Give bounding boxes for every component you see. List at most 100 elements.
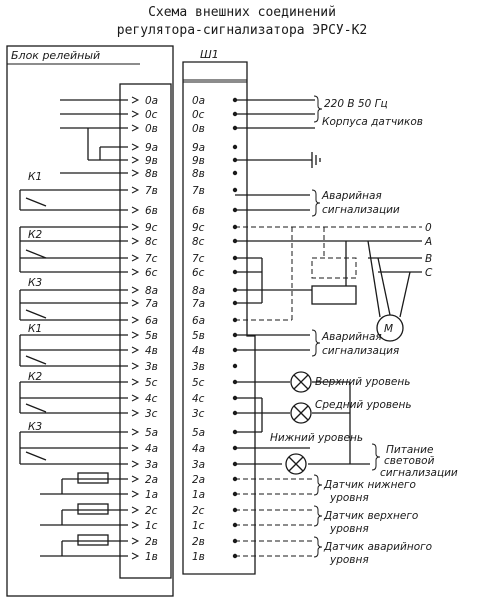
relay-pin-arrow-8 — [131, 223, 140, 231]
relay-pin-arrow-24 — [131, 475, 140, 483]
relay-pin-arrow-16 — [131, 346, 140, 354]
relay-pin-29: 1в — [145, 551, 158, 563]
relay-pin-arrow-13 — [131, 299, 140, 307]
relay-pin-9: 8с — [145, 236, 158, 248]
connector-pin-1: 0с — [192, 109, 205, 121]
connector-pin-6: 7в — [192, 185, 205, 197]
connector-pin-18: 5с — [192, 377, 205, 389]
relay-block-label: Блок релейный — [11, 49, 100, 62]
relay-pin-1: 0с — [145, 109, 158, 121]
connector-pin-10: 7с — [192, 253, 205, 265]
relay-pin-arrow-3 — [131, 143, 140, 151]
relay-pin-arrow-20 — [131, 409, 140, 417]
relay-pin-8: 9с — [145, 222, 158, 234]
relay-pin-arrow-2 — [131, 124, 140, 132]
connector-pin-27: 1с — [192, 520, 205, 532]
relay-pin-labels: 0а0с0в9а9в8в7в6в9с8с7с6с8а7а6а5в4в3в5с4с… — [131, 95, 158, 563]
light-label-c: сигнализации — [380, 467, 458, 479]
alarm1-label-b: сигнализации — [322, 204, 400, 216]
connector-pin-16: 4в — [192, 345, 205, 357]
connector-pin-8: 9с — [192, 222, 205, 234]
relay-k1-label: К1 — [28, 171, 42, 183]
phase-a-label: А — [424, 236, 432, 248]
connector-pin-dot-5 — [232, 170, 238, 176]
lower-level-label: Нижний уровень — [270, 432, 363, 444]
connector-pin-dot-17 — [232, 363, 238, 369]
sensor-up-label-b: уровня — [329, 523, 369, 535]
relay-pin-arrow-27 — [131, 521, 140, 529]
title-line-1: Схема внешних соединений — [148, 5, 336, 20]
sensor-low-label-a: Датчик нижнего — [323, 479, 416, 491]
relay-pin-arrow-23 — [131, 460, 140, 468]
relay-pin-22: 4а — [145, 443, 158, 455]
connector-pin-26: 2с — [192, 505, 205, 517]
relay-pin-arrow-28 — [131, 537, 140, 545]
relay-pin-arrow-6 — [131, 186, 140, 194]
relay-pin-7: 6в — [145, 205, 158, 217]
connector-pin-19: 4с — [192, 393, 205, 405]
relay-pin-arrow-12 — [131, 286, 140, 294]
annotation-braces — [311, 95, 381, 558]
relay-pin-arrow-4 — [131, 156, 140, 164]
relay-k2-label: К2 — [28, 229, 42, 241]
relay-pin-arrow-14 — [131, 316, 140, 324]
connector-pin-4: 9в — [192, 155, 205, 167]
relay-pin-arrow-22 — [131, 444, 140, 452]
relay-pin-17: 3в — [145, 361, 158, 373]
relay-pin-21: 5а — [145, 427, 158, 439]
relay-k3b-label: К3 — [28, 421, 42, 433]
connector-pin-0: 0а — [192, 95, 205, 107]
connector-pin-dot-6 — [232, 187, 238, 193]
connector-pin-dots — [232, 97, 238, 559]
phase-0-label: 0 — [425, 222, 432, 234]
relay-pin-28: 2в — [145, 536, 158, 548]
relay-pin-4: 9в — [145, 155, 158, 167]
connector-pin-13: 7а — [192, 298, 205, 310]
relay-pin-14: 6а — [145, 315, 158, 327]
motor-label: М — [384, 323, 393, 335]
relay-pin-11: 6с — [145, 267, 158, 279]
phase-b-label: В — [425, 253, 432, 265]
alarm2-label-b: сигнализация — [322, 345, 399, 357]
relay-pin-arrow-1 — [131, 110, 140, 118]
connector-pin-22: 4а — [192, 443, 205, 455]
relay-pin-12: 8а — [145, 285, 158, 297]
relay-block-frame — [6, 45, 174, 597]
relay-pin-arrow-29 — [131, 552, 140, 560]
middle-level-label: Средний уровень — [315, 399, 412, 411]
relay-pin-arrow-9 — [131, 237, 140, 245]
connector-pin-11: 6с — [192, 267, 205, 279]
connector-pin-3: 9а — [192, 142, 205, 154]
power-label: 220 В 50 Гц — [324, 98, 388, 110]
relay-pin-24: 2а — [145, 474, 158, 486]
relay-pin-27: 1с — [145, 520, 158, 532]
sensor-alarm-label-b: уровня — [329, 554, 369, 566]
sensor-alarm-label-a: Датчик аварийного — [323, 541, 432, 553]
sensor-up-label-a: Датчик верхнего — [323, 510, 418, 522]
relay-pin-18: 5с — [145, 377, 158, 389]
relay-pin-arrow-21 — [131, 428, 140, 436]
connector-pin-21: 5а — [192, 427, 205, 439]
relay-k1b-label: К1 — [28, 323, 42, 335]
connector-pin-5: 8в — [192, 168, 205, 180]
relay-pin-19: 4с — [145, 393, 158, 405]
relay-pin-arrow-18 — [131, 378, 140, 386]
light-label-b: световой — [384, 455, 435, 467]
connector-pin-25: 1а — [192, 489, 205, 501]
connector-pin-29: 1в — [192, 551, 205, 563]
connector-frame — [182, 61, 256, 575]
relay-pin-15: 5в — [145, 330, 158, 342]
alarm2-label-a: Аварийная — [321, 331, 382, 343]
upper-level-label: Верхний уровень — [315, 376, 410, 388]
connector-pin-2: 0в — [192, 123, 205, 135]
relay-pin-10: 7с — [145, 253, 158, 265]
relay-pin-arrow-10 — [131, 254, 140, 262]
sensor-case-label: Корпуса датчиков — [322, 116, 423, 128]
relay-pin-arrow-5 — [131, 169, 140, 177]
relay-pin-arrow-11 — [131, 268, 140, 276]
relay-pin-3: 9а — [145, 142, 158, 154]
relay-pin-arrow-0 — [131, 96, 140, 104]
relay-pin-20: 3с — [145, 408, 158, 420]
connector-top-bar — [182, 79, 248, 83]
